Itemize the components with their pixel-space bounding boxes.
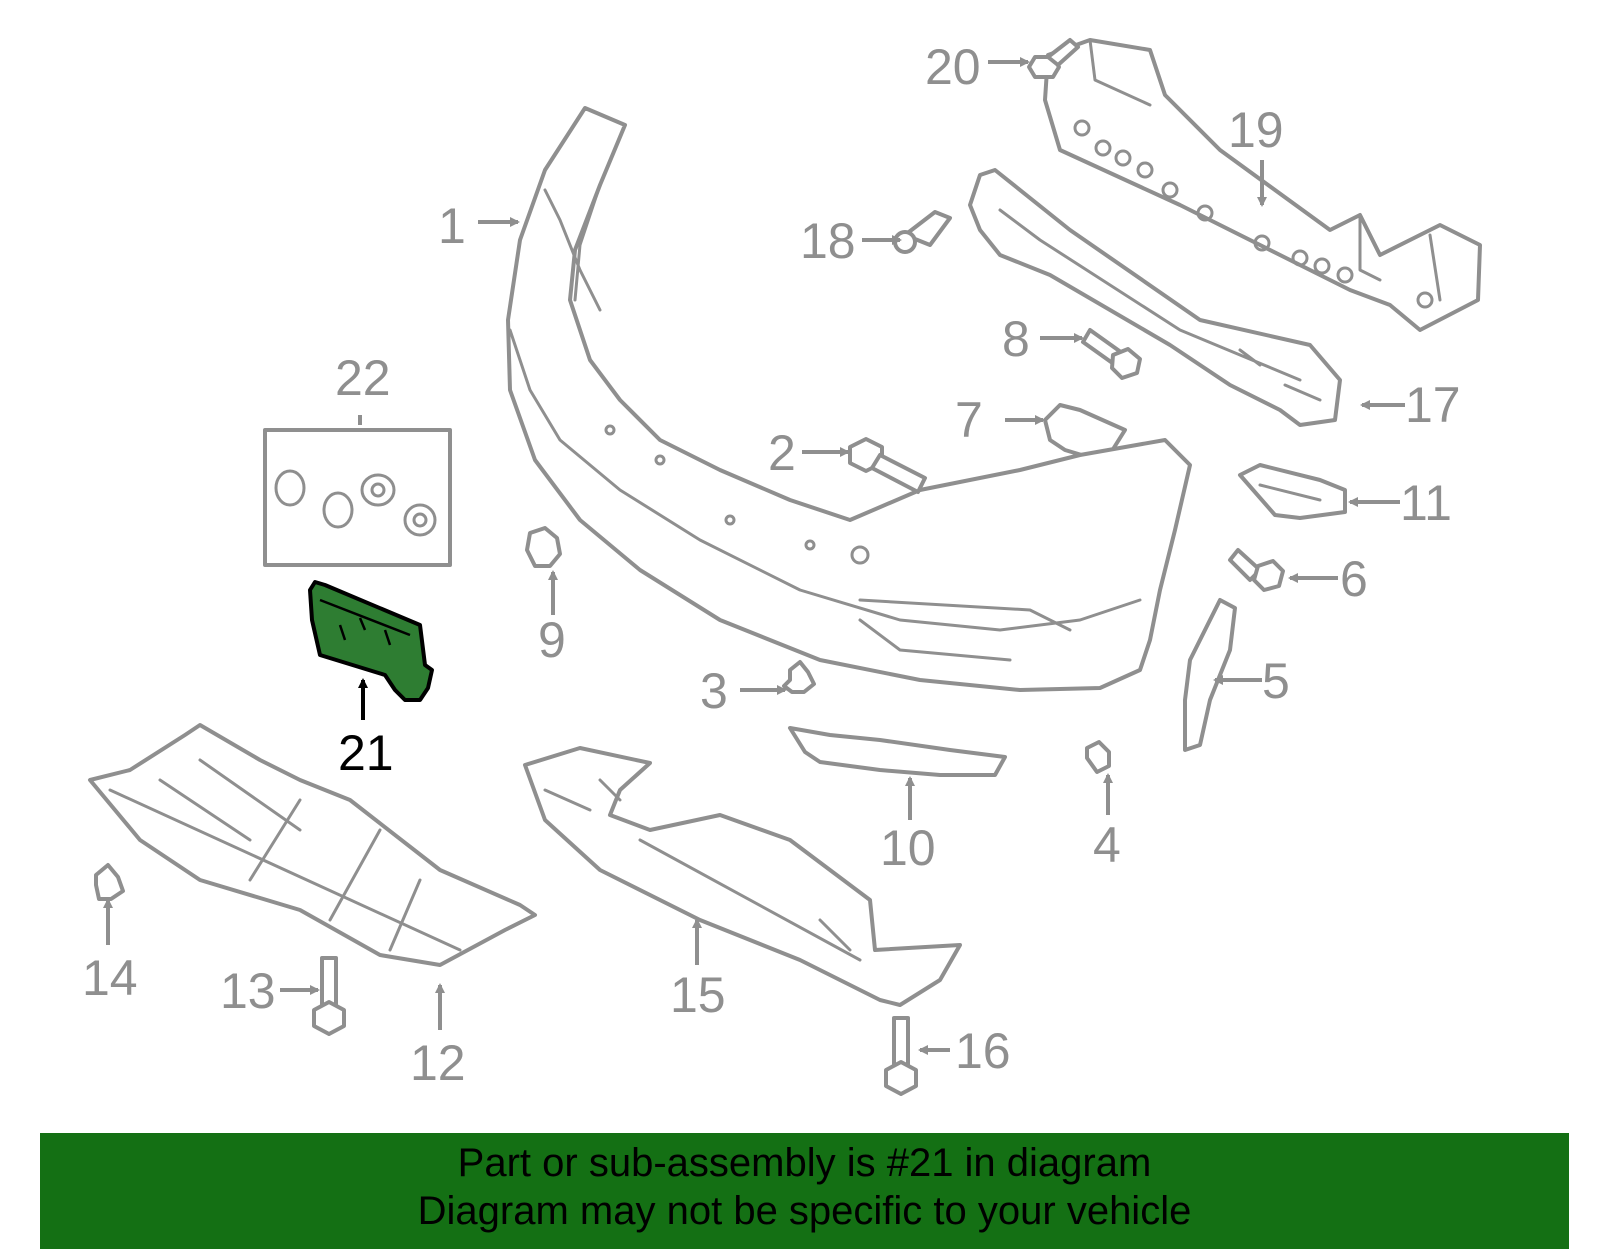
callout-9: 9 bbox=[538, 612, 566, 668]
callout-21: 21 bbox=[338, 725, 394, 781]
part-20-bolt bbox=[1027, 38, 1080, 79]
callout-20: 20 bbox=[925, 39, 981, 95]
part-18-clip bbox=[893, 210, 952, 254]
part-3-clip bbox=[782, 660, 816, 694]
callout-18: 18 bbox=[800, 213, 856, 269]
part-4-nut bbox=[1085, 740, 1111, 774]
callout-6: 6 bbox=[1340, 551, 1368, 607]
callout-7: 7 bbox=[955, 392, 983, 448]
callout-19: 19 bbox=[1228, 102, 1284, 158]
callout-4: 4 bbox=[1093, 817, 1121, 873]
part-16-bolt bbox=[884, 1016, 918, 1096]
part-11-bracket bbox=[1238, 463, 1347, 520]
callout-3: 3 bbox=[700, 663, 728, 719]
leader-arrows bbox=[103, 57, 1405, 1055]
part-6-bolt bbox=[1228, 548, 1285, 592]
part-17-absorber bbox=[968, 168, 1342, 427]
callout-labels: 20 19 1 18 8 22 17 7 2 11 6 9 5 3 21 10 … bbox=[82, 39, 1461, 1091]
part-14-clip bbox=[94, 863, 125, 901]
part-8-bolt bbox=[1081, 328, 1142, 380]
callout-22: 22 bbox=[335, 350, 391, 406]
callout-13: 13 bbox=[220, 963, 276, 1019]
banner-line-1: Part or sub-assembly is #21 in diagram bbox=[457, 1141, 1152, 1185]
info-banner: Part or sub-assembly is #21 in diagram D… bbox=[40, 1133, 1569, 1249]
part-12-undertray bbox=[88, 723, 537, 967]
part-2-bolt bbox=[848, 437, 927, 494]
callout-16: 16 bbox=[955, 1023, 1011, 1079]
callout-2: 2 bbox=[768, 425, 796, 481]
part-7-cap bbox=[1043, 403, 1127, 464]
callout-5: 5 bbox=[1262, 653, 1290, 709]
callout-12: 12 bbox=[410, 1035, 466, 1091]
callout-15: 15 bbox=[670, 967, 726, 1023]
part-15-deflector bbox=[523, 746, 962, 1007]
callout-11: 11 bbox=[1400, 475, 1452, 531]
banner-line-2: Diagram may not be specific to your vehi… bbox=[417, 1189, 1192, 1233]
callout-8: 8 bbox=[1002, 311, 1030, 367]
callout-17: 17 bbox=[1405, 377, 1461, 433]
part-1-bumper-cover bbox=[506, 106, 1192, 692]
part-5-side-bracket bbox=[1183, 598, 1237, 752]
part-10-strip bbox=[788, 726, 1007, 777]
callout-14: 14 bbox=[82, 950, 138, 1006]
callout-10: 10 bbox=[880, 820, 936, 876]
part-22-kit bbox=[263, 428, 452, 567]
part-21-highlighted-bracket bbox=[308, 580, 434, 702]
part-13-bolt bbox=[312, 956, 346, 1036]
part-9-cap bbox=[525, 526, 562, 568]
callout-1: 1 bbox=[438, 198, 466, 254]
